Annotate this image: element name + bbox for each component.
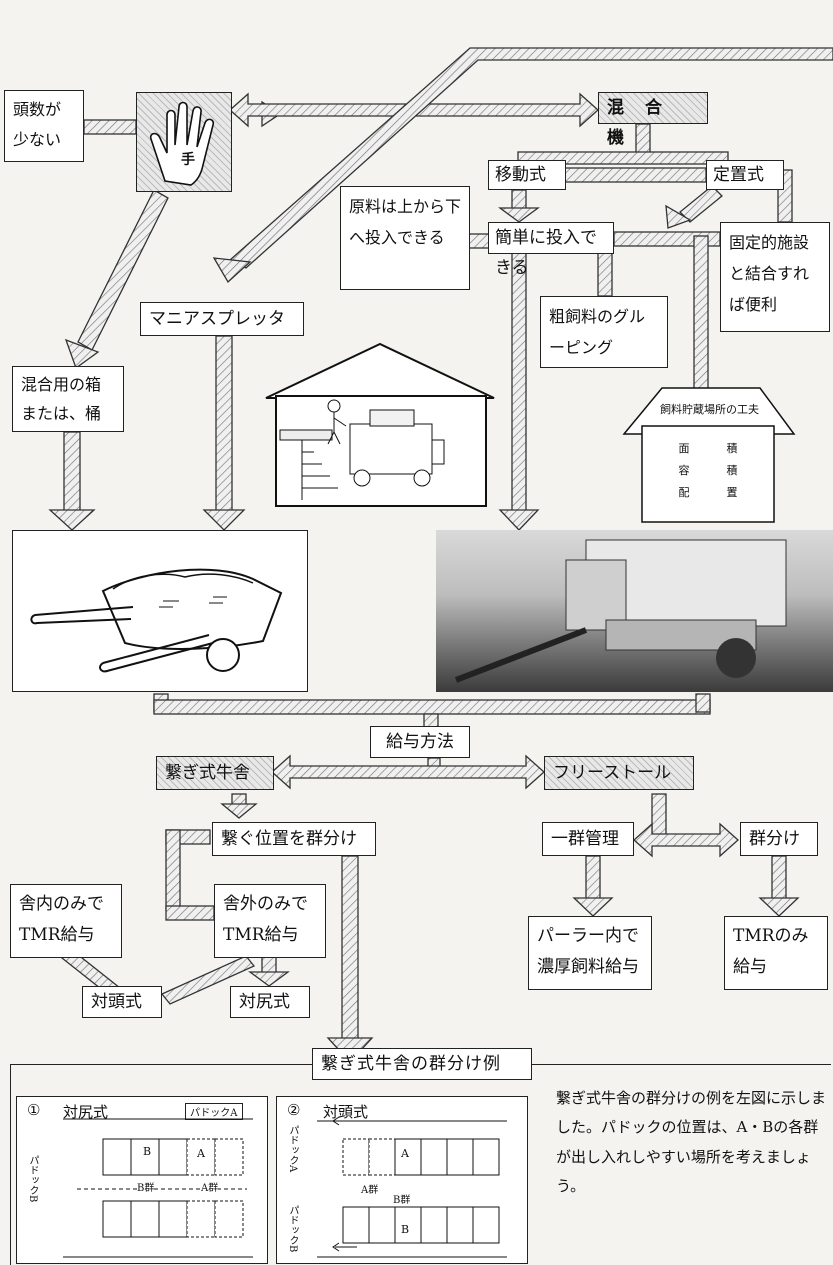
mobile-box: 移動式 bbox=[488, 160, 566, 190]
wheelbarrow-picture bbox=[12, 530, 308, 692]
top-down-box: 原料は上から下へ投入できる bbox=[340, 186, 470, 290]
tmr-only-box: TMRのみ給与 bbox=[724, 916, 828, 990]
stall-layout-face bbox=[317, 1116, 507, 1258]
bar-topdown-easy bbox=[467, 233, 491, 249]
stall-label-a: A bbox=[197, 1147, 205, 1160]
paddock-b-label: パドックB bbox=[287, 1205, 298, 1253]
group-b-label: B群 bbox=[393, 1195, 411, 1206]
arrow-mixbox-barrow bbox=[63, 431, 81, 513]
arrow-single-grouping bbox=[633, 822, 739, 858]
free-stall-box: フリーストール bbox=[544, 756, 694, 790]
bar-mobile-fixed bbox=[563, 167, 707, 183]
stall-label-a: A bbox=[401, 1147, 409, 1160]
storage-title: 飼料貯蔵場所の工夫 bbox=[660, 403, 759, 416]
storage-item: 積 bbox=[726, 464, 738, 477]
easy-input-box: 簡単に投入できる bbox=[488, 222, 614, 278]
storage-item: 配 bbox=[678, 486, 690, 499]
roughage-group-box: 粗飼料のグルーピング bbox=[540, 296, 668, 368]
arrow-spreader-barrow bbox=[215, 335, 233, 513]
face-to-face-box: 対頭式 bbox=[82, 986, 162, 1018]
mix-box-box: 混合用の箱または、桶 bbox=[12, 366, 124, 432]
arrow-top-frame bbox=[228, 47, 833, 269]
storage-item: 置 bbox=[726, 486, 738, 499]
example-title-box: 繋ぎ式牛舎の群分け例 bbox=[312, 1048, 532, 1080]
stall-label-b: B bbox=[143, 1145, 152, 1158]
hand-icon bbox=[149, 101, 215, 186]
bar-fewhead-hand bbox=[83, 119, 137, 135]
panel-number: ② bbox=[287, 1101, 301, 1119]
panel-number: ① bbox=[27, 1101, 41, 1119]
panel-title: 対頭式 bbox=[323, 1103, 369, 1121]
group-position-box: 繋ぐ位置を群分け bbox=[212, 822, 376, 856]
indoor-only-box: 舎内のみでTMR給与 bbox=[10, 884, 122, 958]
paddock-b-label: パドックB bbox=[27, 1155, 38, 1203]
stall-label-b: B bbox=[401, 1223, 410, 1236]
tie-stall-box: 繋ぎ式牛舎 bbox=[156, 756, 274, 790]
storage-house bbox=[622, 387, 796, 523]
outdoor-only-box: 舎外のみでTMR給与 bbox=[214, 884, 326, 958]
arrow-position-example bbox=[341, 855, 359, 1041]
paddock-a-label: パドックA bbox=[287, 1125, 298, 1173]
grouping-box: 群分け bbox=[740, 822, 818, 856]
arrow-easy-photo bbox=[511, 251, 527, 513]
arrow-fixed-easy bbox=[679, 185, 723, 223]
fixed-facility-box: 固定的施設と結合すれば便利 bbox=[720, 222, 830, 332]
group-b-label: B群 bbox=[137, 1179, 155, 1194]
example-panel-tail: ① 対尻式 パドックA パドックB B A B群 A群 bbox=[16, 1096, 268, 1264]
storage-item: 積 bbox=[726, 442, 738, 455]
parlor-box: パーラー内で濃厚飼料給与 bbox=[528, 916, 652, 990]
barn-illustration bbox=[265, 342, 495, 507]
arrow-tie-free bbox=[271, 754, 545, 790]
wheelbarrow-icon bbox=[30, 568, 283, 673]
example-panel-face: ② 対頭式 パドックA パドックB A A群 B群 B bbox=[276, 1096, 528, 1264]
machine-shape bbox=[454, 539, 787, 683]
hand-label: 手 bbox=[181, 152, 195, 168]
mixer-machine-photo bbox=[436, 530, 833, 692]
storage-item: 面 bbox=[678, 442, 690, 455]
few-head-box: 頭数が少ない bbox=[4, 90, 84, 162]
tail-to-tail-box: 対尻式 bbox=[230, 986, 310, 1018]
manure-spreader-box: マニアスプレッタ bbox=[140, 302, 304, 336]
single-group-box: 一群管理 bbox=[542, 822, 634, 856]
storage-items: 面 積 容 積 配 置 bbox=[660, 440, 756, 500]
stall-layout-tail bbox=[63, 1118, 253, 1258]
fixed-box: 定置式 bbox=[706, 160, 784, 190]
storage-item: 容 bbox=[678, 464, 690, 477]
group-a-label: A群 bbox=[201, 1179, 219, 1194]
hatched-arrows bbox=[48, 47, 833, 1063]
group-a-label: A群 bbox=[361, 1185, 379, 1196]
panel-title: 対尻式 bbox=[63, 1103, 109, 1121]
hand-node: 手 bbox=[136, 92, 232, 192]
example-note: 繋ぎ式牛舎の群分けの例を左図に示しました。パドックの位置は、A・Bの各群が出し入… bbox=[556, 1089, 827, 1195]
mixer-box: 混 合 機 bbox=[598, 92, 708, 148]
feeding-method-box: 給与方法 bbox=[370, 726, 470, 758]
